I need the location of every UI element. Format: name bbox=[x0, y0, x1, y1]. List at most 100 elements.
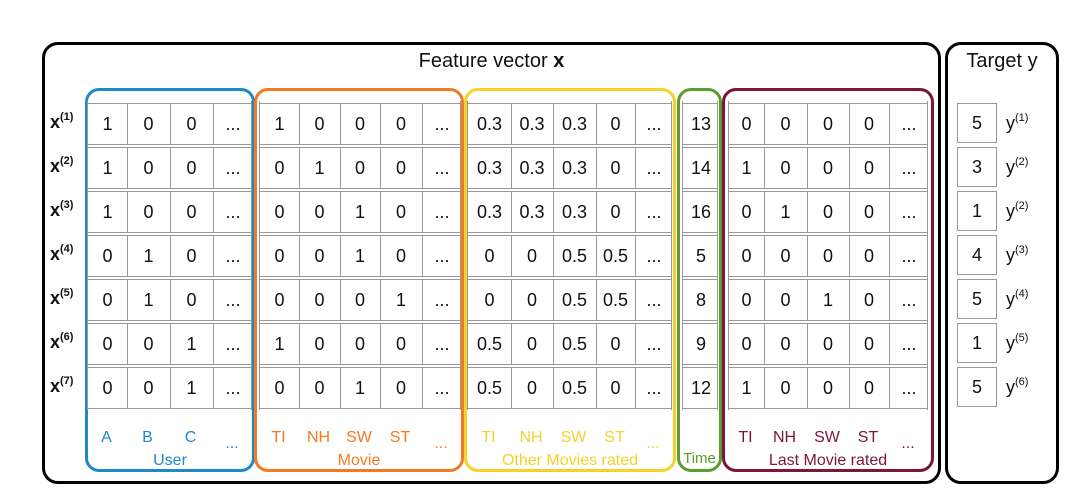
cell-divider bbox=[596, 236, 597, 276]
cell-divider bbox=[170, 280, 171, 320]
cell-divider bbox=[807, 192, 808, 232]
table-cell: 0 bbox=[314, 333, 325, 354]
cell-divider bbox=[340, 324, 341, 364]
cell-divider bbox=[849, 148, 850, 188]
table-cell: 0.5 bbox=[561, 333, 588, 354]
table-cell: ... bbox=[434, 333, 450, 354]
target-label-base: y bbox=[1006, 289, 1015, 309]
cell-divider bbox=[635, 368, 636, 408]
table-row: 9 bbox=[683, 323, 717, 365]
table-cell: 0.5 bbox=[561, 245, 588, 266]
table-cell: 0 bbox=[102, 333, 113, 354]
cell-divider bbox=[764, 192, 765, 232]
table-cell: 0 bbox=[526, 245, 537, 266]
target-label-base: y bbox=[1006, 157, 1015, 177]
table-cell: 0 bbox=[314, 201, 325, 222]
cell-divider bbox=[511, 324, 512, 364]
table-cell: 0 bbox=[822, 245, 833, 266]
cell-divider bbox=[127, 192, 128, 232]
cell-divider bbox=[380, 324, 381, 364]
table-cell: ... bbox=[901, 333, 917, 354]
target-label-index: (5) bbox=[1015, 332, 1029, 344]
row-label-index: (5) bbox=[60, 287, 74, 299]
column-label: C bbox=[184, 429, 197, 446]
table-cell: 0.5 bbox=[561, 377, 588, 398]
target-label-index: (3) bbox=[1015, 244, 1029, 256]
table-cell: 9 bbox=[695, 333, 706, 354]
target-label: y(2) bbox=[1006, 200, 1028, 222]
cell-divider bbox=[511, 280, 512, 320]
table-cell: ... bbox=[225, 157, 241, 178]
table-cell: ... bbox=[225, 245, 241, 266]
table-cell: 0.5 bbox=[602, 245, 629, 266]
column-label: ... bbox=[434, 435, 448, 452]
column-label: ST bbox=[857, 429, 879, 446]
cell-divider bbox=[596, 104, 597, 144]
row-label-base: x bbox=[50, 332, 61, 352]
table-cell: ... bbox=[646, 289, 662, 310]
table-cell: 1 bbox=[314, 157, 325, 178]
table-cell: 1 bbox=[354, 377, 365, 398]
table-cell: 1 bbox=[741, 377, 752, 398]
cell-divider bbox=[170, 104, 171, 144]
table-cell: 12 bbox=[690, 377, 712, 398]
table-cell: 1 bbox=[102, 157, 113, 178]
cell-divider bbox=[422, 192, 423, 232]
table-cell: ... bbox=[646, 245, 662, 266]
cell-divider bbox=[380, 148, 381, 188]
cell-divider bbox=[299, 192, 300, 232]
cell-divider bbox=[889, 280, 890, 320]
cell-divider bbox=[553, 368, 554, 408]
table-cell: 0 bbox=[741, 113, 752, 134]
table-cell: 0.5 bbox=[602, 289, 629, 310]
target-value: 1 bbox=[957, 191, 997, 231]
cell-divider bbox=[889, 324, 890, 364]
cell-divider bbox=[170, 236, 171, 276]
table-cell: ... bbox=[434, 113, 450, 134]
target-label-index: (6) bbox=[1015, 376, 1029, 388]
table-cell: 1 bbox=[780, 201, 791, 222]
table-cell: 0 bbox=[741, 245, 752, 266]
target-label: y(1) bbox=[1006, 112, 1028, 134]
table-cell: 0 bbox=[354, 157, 365, 178]
table-cell: ... bbox=[646, 333, 662, 354]
table-cell: 0 bbox=[610, 333, 621, 354]
table-cell: 0 bbox=[780, 377, 791, 398]
table-cell: 0 bbox=[780, 245, 791, 266]
table-row: 16 bbox=[683, 191, 717, 233]
table-cell: ... bbox=[434, 157, 450, 178]
cell-divider bbox=[127, 280, 128, 320]
cell-divider bbox=[170, 368, 171, 408]
table-cell: 0 bbox=[354, 289, 365, 310]
table-row: 13 bbox=[683, 103, 717, 145]
cell-divider bbox=[596, 148, 597, 188]
cell-divider bbox=[511, 192, 512, 232]
cell-divider bbox=[422, 148, 423, 188]
target-label: y(6) bbox=[1006, 376, 1028, 398]
table-cell: 0 bbox=[274, 289, 285, 310]
table-cell: 0 bbox=[526, 289, 537, 310]
table-cell: 1 bbox=[186, 377, 197, 398]
table-cell: 0 bbox=[484, 289, 495, 310]
cell-divider bbox=[596, 280, 597, 320]
group-time-box bbox=[677, 88, 722, 472]
column-label: TI bbox=[271, 429, 286, 446]
row-label-index: (7) bbox=[60, 375, 74, 387]
cell-divider bbox=[127, 104, 128, 144]
cell-divider bbox=[170, 324, 171, 364]
table-cell: 0 bbox=[610, 113, 621, 134]
table-cell: 0 bbox=[822, 333, 833, 354]
table-cell: 0 bbox=[354, 113, 365, 134]
cell-divider bbox=[635, 324, 636, 364]
target-label-index: (4) bbox=[1015, 288, 1029, 300]
table-cell: 0 bbox=[102, 245, 113, 266]
